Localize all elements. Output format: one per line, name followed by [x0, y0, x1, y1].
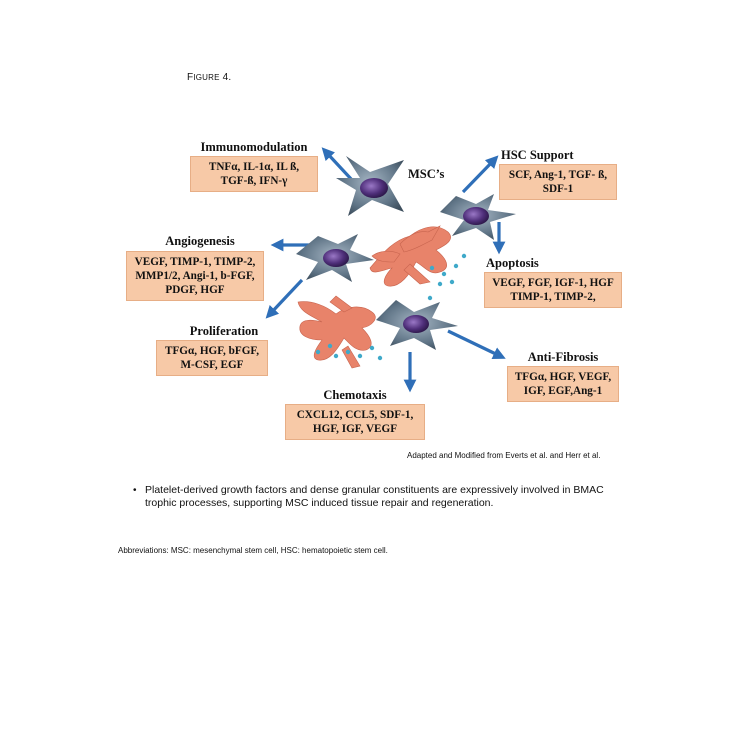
- node-apoptosis: Apoptosis VEGF, FGF, IGF-1, HGF TIMP-1, …: [484, 256, 622, 308]
- msc-cell-right: [440, 194, 516, 240]
- factor-line: TIMP-1, TIMP-2,: [510, 291, 596, 303]
- arrow-proliferation: [265, 278, 304, 319]
- factor-box: VEGF, TIMP-1, TIMP-2, MMP1/2, Angi-1, b-…: [126, 251, 264, 301]
- node-angiogenesis: Angiogenesis VEGF, TIMP-1, TIMP-2, MMP1/…: [126, 234, 264, 301]
- factor-line: SCF, Ang-1, TGF- ß,: [508, 169, 608, 181]
- node-anti-fibrosis: Anti-Fibrosis TFGα, HGF, VEGF, IGF, EGF,…: [507, 350, 619, 402]
- factor-box: TFGα, HGF, VEGF, IGF, EGF,Ang-1: [507, 366, 619, 402]
- factor-box: CXCL12, CCL5, SDF-1, HGF, IGF, VEGF: [285, 404, 425, 440]
- factor-box: TFGα, HGF, bFGF, M-CSF, EGF: [156, 340, 268, 376]
- node-hsc-support: HSC Support SCF, Ang-1, TGF- ß, SDF-1: [499, 148, 617, 200]
- msc-cell-left: [296, 234, 374, 282]
- factor-line: TGF-ß, IFN-γ: [220, 175, 288, 187]
- node-chemotaxis: Chemotaxis CXCL12, CCL5, SDF-1, HGF, IGF…: [285, 388, 425, 440]
- factor-line: PDGF, HGF: [165, 284, 225, 296]
- factor-line: TFGα, HGF, bFGF,: [165, 345, 259, 357]
- msc-cell-bottom: [376, 300, 458, 350]
- abbreviations-note: Abbreviations: MSC: mesenchymal stem cel…: [118, 546, 388, 555]
- factor-line: SDF-1: [542, 183, 574, 195]
- factor-line: TNFα, IL-1α, IL ß,: [208, 161, 300, 173]
- figure-caption: Adapted and Modified from Everts et al. …: [407, 451, 601, 460]
- node-title: Immunomodulation: [200, 140, 308, 154]
- factor-line: IGF, EGF,Ang-1: [523, 385, 603, 397]
- figure-label: FIGURE 4.: [187, 72, 232, 83]
- node-title: Proliferation: [189, 324, 259, 338]
- node-title: HSC Support: [501, 148, 574, 162]
- factor-line: HGF, IGF, VEGF: [312, 423, 398, 435]
- node-immunomodulation: Immunomodulation TNFα, IL-1α, IL ß, TGF-…: [190, 140, 318, 192]
- factor-line: VEGF, FGF, IGF-1, HGF: [492, 277, 614, 289]
- granule-dots: [315, 253, 467, 361]
- factor-line: VEGF, TIMP-1, TIMP-2,: [134, 256, 256, 268]
- arrow-anti-fibrosis: [447, 329, 506, 359]
- factor-line: TFGα, HGF, VEGF,: [514, 371, 612, 383]
- arrow-hsc-support: [461, 155, 499, 194]
- node-proliferation: Proliferation TFGα, HGF, bFGF, M-CSF, EG…: [156, 324, 268, 376]
- factor-box: TNFα, IL-1α, IL ß, TGF-ß, IFN-γ: [190, 156, 318, 192]
- factor-box: VEGF, FGF, IGF-1, HGF TIMP-1, TIMP-2,: [484, 272, 622, 308]
- bullet-marker: •: [133, 485, 137, 496]
- node-title: Apoptosis: [486, 256, 539, 270]
- arrow-immunomodulation: [321, 147, 354, 182]
- factor-line: M-CSF, EGF: [180, 359, 244, 371]
- platelet-cluster-upper: [369, 225, 451, 287]
- bullet-point: • Platelet-derived growth factors and de…: [133, 484, 627, 510]
- bullet-text: Platelet-derived growth factors and dens…: [145, 484, 604, 509]
- node-title: Chemotaxis: [323, 388, 387, 402]
- msc-cell-top: [336, 156, 404, 216]
- factor-line: CXCL12, CCL5, SDF-1,: [296, 409, 414, 421]
- node-title: Angiogenesis: [165, 234, 235, 248]
- factor-box: SCF, Ang-1, TGF- ß, SDF-1: [499, 164, 617, 200]
- msc-label: MSC’s: [408, 167, 445, 181]
- node-title: Anti-Fibrosis: [527, 350, 599, 364]
- factor-line: MMP1/2, Angi-1, b-FGF,: [135, 270, 255, 282]
